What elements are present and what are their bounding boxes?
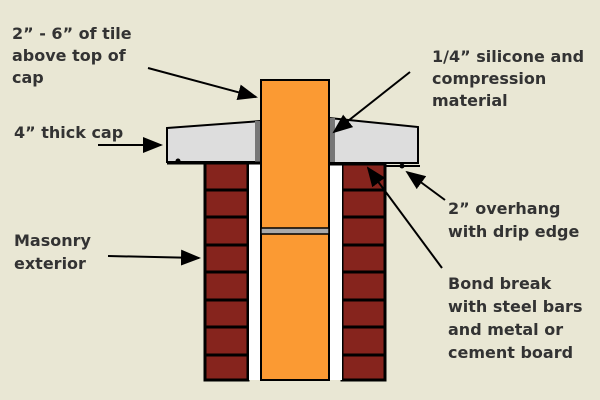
label-tile-height-3: cap: [12, 68, 44, 87]
masonry-right: [340, 161, 387, 382]
arrow-tile-height: [147, 67, 258, 101]
silicone-right: [329, 118, 335, 162]
label-silicone-3: material: [432, 91, 508, 110]
label-masonry-2: exterior: [14, 254, 86, 273]
label-tile-height-2: above top of: [12, 46, 127, 65]
label-silicone-2: compression: [432, 69, 546, 88]
label-bond-break-1: Bond break: [448, 274, 552, 293]
air-gap-right: [330, 163, 342, 380]
arrow-bond-break: [366, 166, 443, 269]
tile-joint: [260, 227, 330, 235]
cap-left: [166, 119, 262, 163]
arrow-silicone: [332, 71, 411, 134]
silicone-left: [255, 121, 261, 162]
label-bond-break-2: with steel bars: [448, 297, 582, 316]
label-masonry-1: Masonry: [14, 231, 92, 250]
label-overhang-2: with drip edge: [448, 222, 579, 241]
label-tile-height-1: 2” - 6” of tile: [12, 24, 132, 43]
masonry-left: [203, 161, 250, 382]
label-silicone-1: 1/4” silicone and: [432, 47, 584, 66]
label-bond-break-3: and metal or: [448, 320, 563, 339]
air-gap-left: [249, 163, 261, 380]
drip-dot-right: [399, 163, 405, 169]
label-bond-break-4: cement board: [448, 343, 573, 362]
label-overhang-1: 2” overhang: [448, 199, 560, 218]
arrow-masonry: [107, 249, 201, 266]
drip-dot-left: [175, 158, 181, 164]
label-cap: 4” thick cap: [14, 123, 123, 142]
arrow-overhang: [405, 170, 446, 201]
